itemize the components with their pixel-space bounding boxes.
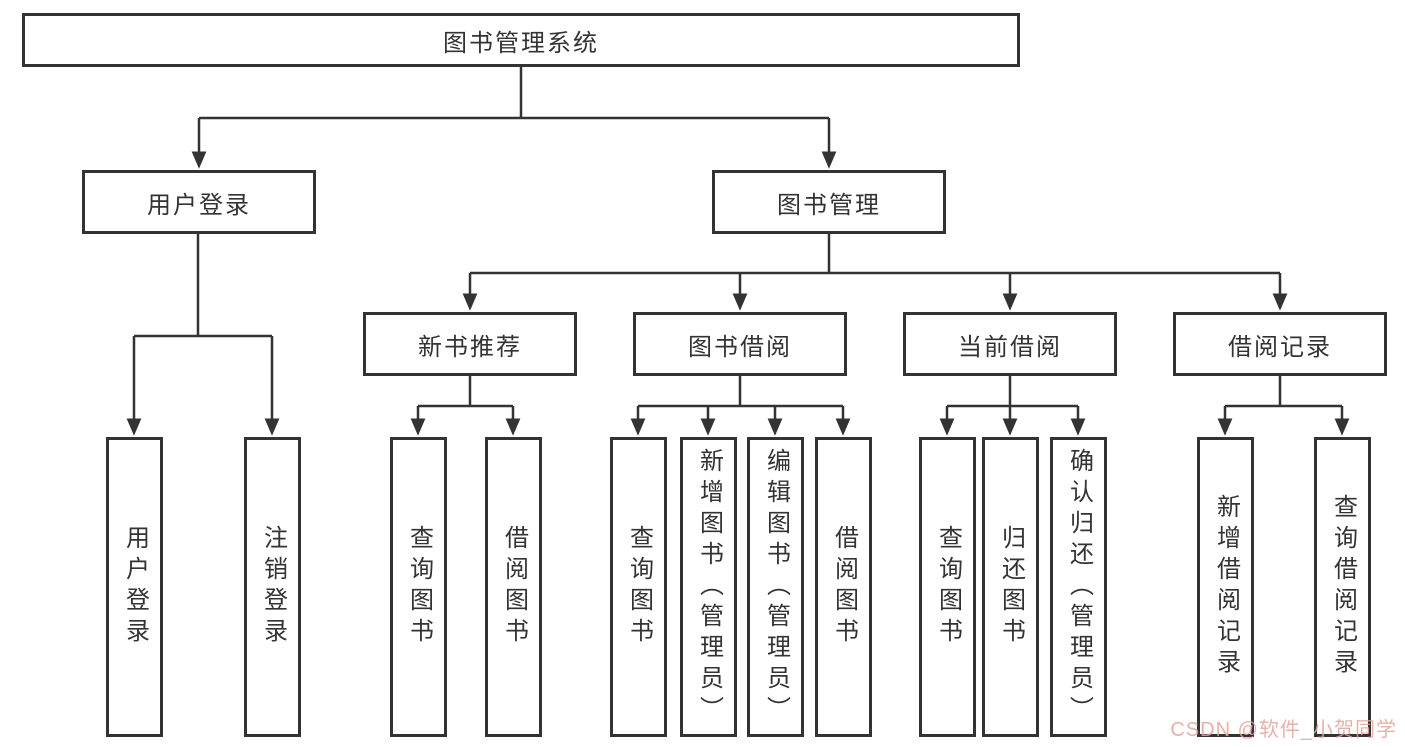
node-book-management: 图书管理 — [712, 170, 946, 234]
node-label: 图书管理 — [777, 191, 881, 219]
node-label: 用户登录 — [121, 525, 149, 649]
node-leaf-query-borrow-record: 查询借阅记录 — [1314, 437, 1371, 737]
node-label: 查询图书 — [405, 525, 433, 649]
node-label: 新书推荐 — [418, 333, 522, 361]
node-leaf-return-books: 归还图书 — [982, 437, 1039, 737]
node-label: 确认归还（管理员） — [1065, 447, 1093, 727]
node-leaf-borrow-books: 借阅图书 — [815, 437, 872, 737]
node-new-book-recommend: 新书推荐 — [363, 312, 577, 376]
node-leaf-add-books-admin: 新增图书（管理员） — [680, 437, 737, 737]
node-label: 注销登录 — [259, 525, 287, 649]
node-leaf-edit-books-admin: 编辑图书（管理员） — [747, 437, 804, 737]
node-label: 借阅图书 — [830, 525, 858, 649]
node-leaf-user-login: 用户登录 — [106, 437, 163, 737]
node-label: 新增借阅记录 — [1212, 494, 1240, 680]
node-book-borrowing: 图书借阅 — [633, 312, 847, 376]
node-label: 编辑图书（管理员） — [762, 447, 790, 727]
csdn-watermark: CSDN @软件_小贺同学 — [1170, 719, 1397, 741]
node-current-borrowing: 当前借阅 — [903, 312, 1117, 376]
node-leaf-query-books-recommend: 查询图书 — [390, 437, 447, 737]
node-label: 查询借阅记录 — [1329, 494, 1357, 680]
node-user-login: 用户登录 — [82, 170, 316, 234]
node-label: 当前借阅 — [958, 333, 1062, 361]
node-leaf-logout: 注销登录 — [244, 437, 301, 737]
node-label: 查询图书 — [934, 525, 962, 649]
node-label: 借阅记录 — [1228, 333, 1332, 361]
node-library-management-system: 图书管理系统 — [22, 13, 1020, 67]
node-label: 查询图书 — [625, 525, 653, 649]
node-label: 借阅图书 — [500, 525, 528, 649]
node-leaf-borrow-books-recommend: 借阅图书 — [485, 437, 542, 737]
node-leaf-add-borrow-record: 新增借阅记录 — [1197, 437, 1254, 737]
node-label: 归还图书 — [997, 525, 1025, 649]
node-borrowing-records: 借阅记录 — [1173, 312, 1387, 376]
node-leaf-query-books-borrow: 查询图书 — [610, 437, 667, 737]
node-leaf-query-books-current: 查询图书 — [919, 437, 976, 737]
node-label: 新增图书（管理员） — [695, 447, 723, 727]
node-label: 用户登录 — [147, 191, 251, 219]
node-label: 图书管理系统 — [443, 29, 599, 57]
node-label: 图书借阅 — [688, 333, 792, 361]
node-leaf-confirm-return-admin: 确认归还（管理员） — [1050, 437, 1107, 737]
